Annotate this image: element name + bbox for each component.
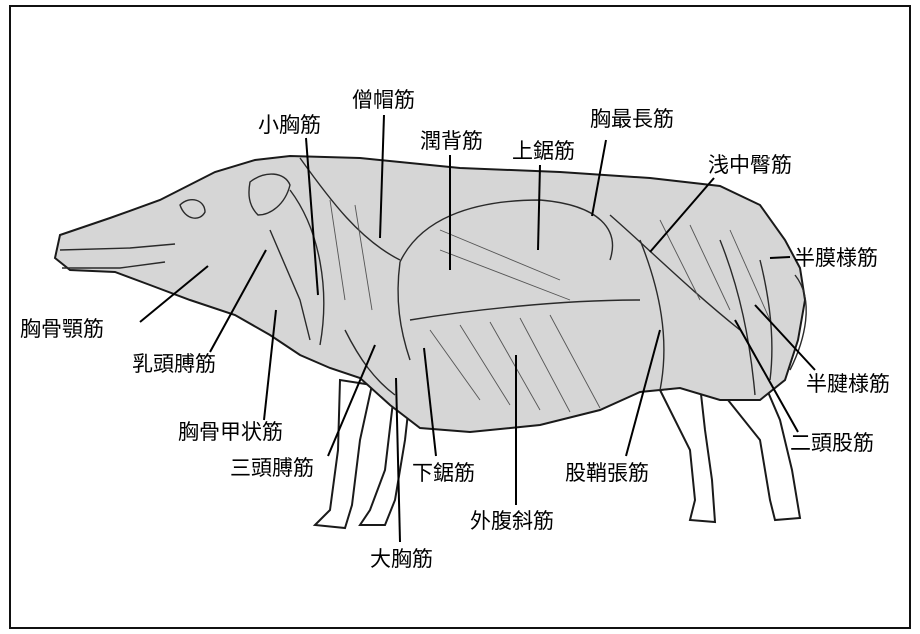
label-kosho-chokin: 股鞘張筋: [565, 461, 649, 485]
boar-body: [55, 156, 805, 432]
label-nyutowankin: 乳頭膊筋: [132, 352, 216, 376]
label-kyosaichokin: 胸最長筋: [590, 107, 674, 131]
label-nitokotokin: 二頭股筋: [790, 431, 874, 455]
label-gaifukushakin: 外腹斜筋: [470, 509, 554, 533]
label-kyokotsugakukin: 胸骨顎筋: [20, 317, 104, 341]
label-sentyudenkin: 浅中臀筋: [708, 153, 792, 177]
label-shokyokin: 小胸筋: [258, 113, 321, 137]
label-santowankin: 三頭膊筋: [230, 456, 314, 480]
label-hanmakuyokin: 半膜様筋: [794, 246, 878, 270]
front-leg-near: [315, 380, 372, 528]
label-junhaikin: 潤背筋: [420, 129, 483, 153]
hind-leg-far: [660, 385, 715, 522]
label-kyokotsukojokin: 胸骨甲状筋: [178, 420, 283, 444]
label-hankenyokin: 半腱様筋: [806, 372, 890, 396]
label-sokyokin: 僧帽筋: [352, 88, 415, 112]
label-daikyokin: 大胸筋: [370, 547, 433, 571]
label-kakyokin: 下鋸筋: [412, 461, 475, 485]
label-jokyokin: 上鋸筋: [512, 139, 575, 163]
hind-leg-near: [720, 385, 800, 520]
